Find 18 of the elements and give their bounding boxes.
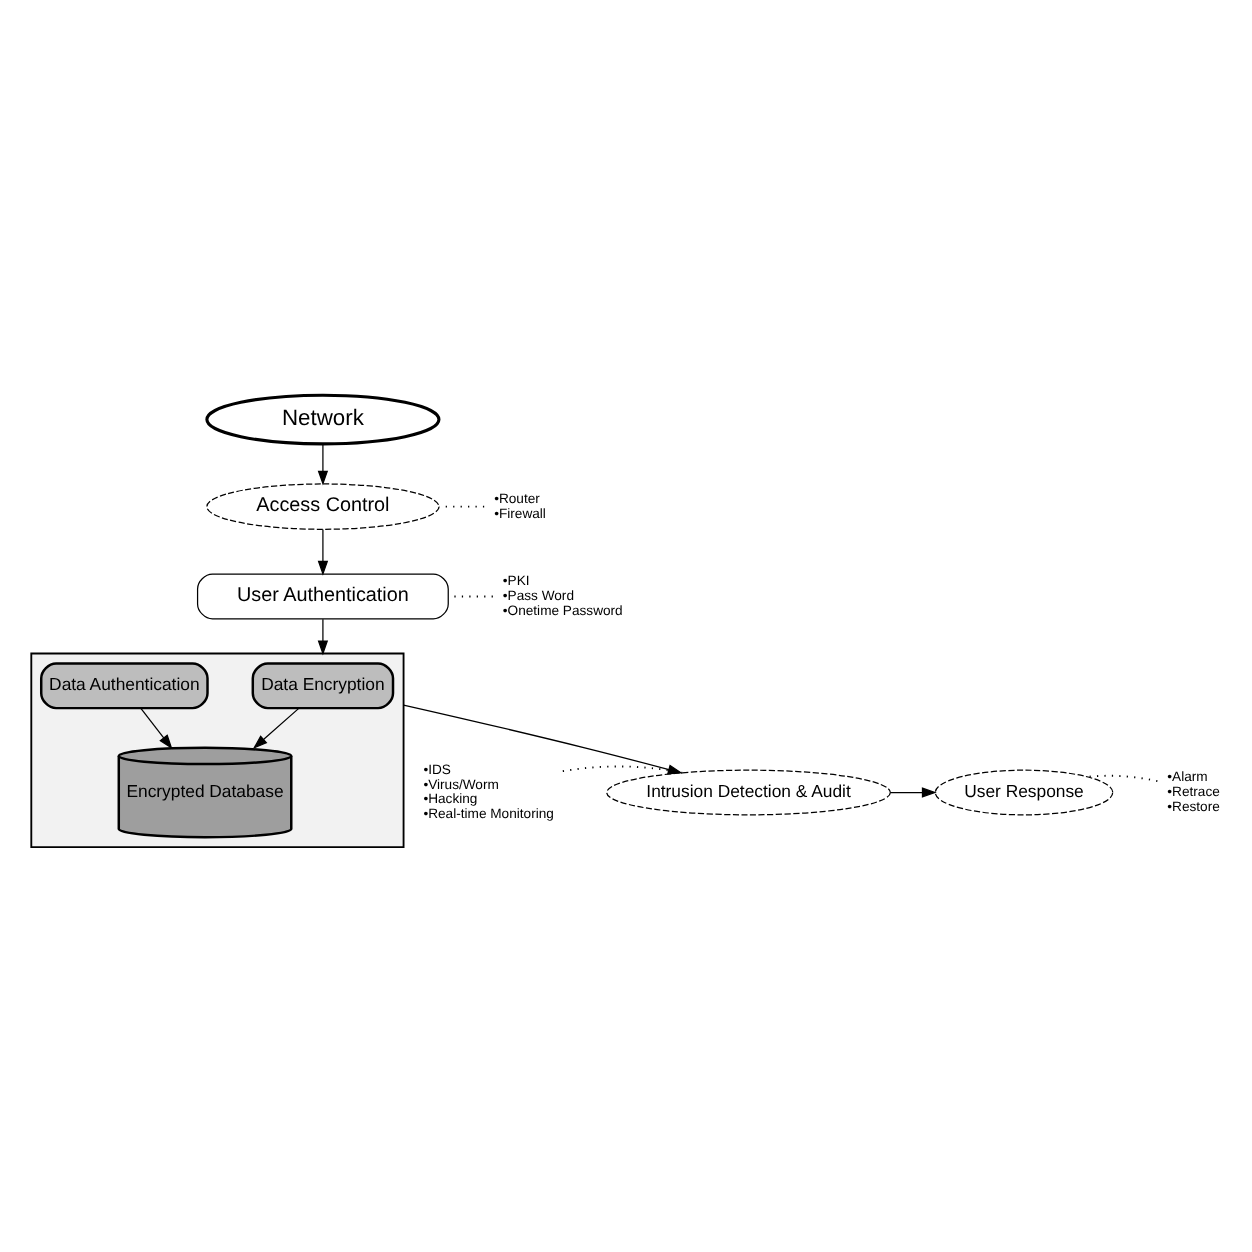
node-box: Data Encryption [251,662,395,710]
node-ellipse: Network [205,393,441,446]
node-box: User Authentication [196,573,449,620]
connector [1086,774,1159,783]
node-box: Data Authentication [40,662,209,710]
node-ellipse: Intrusion Detection & Audit [606,769,891,816]
node-ellipse: Access Control [206,483,440,530]
arrow [317,443,329,486]
node-ellipse: User Response [934,769,1114,816]
cluster [30,652,405,849]
arrow [402,704,683,775]
arrow [252,708,300,749]
arrow [889,787,937,798]
arrow [140,708,173,750]
connector [438,505,486,508]
connector [561,765,684,774]
arrow [317,618,329,656]
arrow [317,528,329,576]
